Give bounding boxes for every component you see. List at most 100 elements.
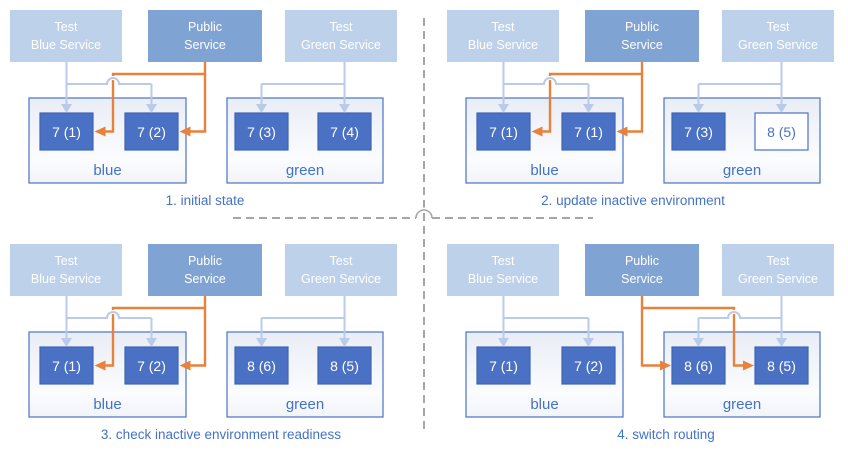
- public-route-line: [105, 306, 205, 367]
- version-box-green-1: [234, 112, 289, 151]
- version-box-blue-1: [476, 112, 531, 151]
- caption-3: 3. check inactive environment readiness: [101, 427, 341, 442]
- orange-arrowhead: [660, 360, 671, 371]
- service-box-test-green-service: [722, 10, 834, 62]
- version-box-green-2: [317, 346, 372, 385]
- version-label: 7 (1): [52, 358, 81, 374]
- down-arrowhead: [256, 338, 267, 347]
- orange-arrowhead: [179, 126, 191, 137]
- env-label-blue: blue: [530, 396, 558, 413]
- version-label: 7 (1): [574, 124, 603, 140]
- down-arrowhead: [146, 338, 157, 347]
- down-arrowhead: [339, 338, 350, 347]
- orange-arrowhead: [616, 126, 628, 137]
- public-route-line: [642, 306, 743, 367]
- down-arrowhead: [498, 104, 509, 113]
- version-box-blue-2: [124, 112, 179, 151]
- env-label-green: green: [723, 162, 761, 179]
- version-label: 7 (2): [137, 358, 166, 374]
- version-box-blue-1: [476, 346, 531, 385]
- down-arrowhead: [339, 104, 350, 113]
- version-label: 7 (4): [330, 124, 359, 140]
- env-label-green: green: [723, 396, 761, 413]
- service-box-test-blue-service: [10, 10, 122, 62]
- down-arrowhead: [498, 338, 509, 347]
- version-label: 8 (5): [330, 358, 359, 374]
- version-label: 7 (3): [247, 124, 276, 140]
- down-arrowhead: [776, 338, 787, 347]
- public-route-line: [190, 62, 207, 133]
- caption-2: 2. update inactive environment: [541, 193, 725, 208]
- orange-arrowhead: [743, 360, 754, 371]
- version-label: 8 (6): [247, 358, 276, 374]
- version-box-blue-2: [124, 346, 179, 385]
- version-box-green-2: [317, 112, 372, 151]
- version-box-green-2: [754, 112, 809, 151]
- orange-arrowhead: [179, 360, 191, 371]
- version-box-green-1: [234, 346, 289, 385]
- env-label-blue: blue: [530, 162, 558, 179]
- orange-arrowhead: [531, 126, 543, 137]
- public-route-line: [105, 72, 205, 133]
- version-label: 7 (2): [137, 124, 166, 140]
- down-arrowhead: [776, 104, 787, 113]
- orange-arrowhead: [94, 126, 106, 137]
- down-arrowhead: [583, 104, 594, 113]
- service-box-test-blue-service: [447, 244, 559, 296]
- down-arrowhead: [693, 338, 704, 347]
- public-route-line: [190, 296, 207, 367]
- version-label: 8 (5): [767, 358, 796, 374]
- version-label: 7 (3): [684, 124, 713, 140]
- service-box-public-service: [585, 244, 699, 296]
- separator-hop: [415, 209, 433, 219]
- public-route-line: [542, 72, 642, 133]
- version-box-blue-1: [39, 346, 94, 385]
- test-blue-line: [66, 311, 152, 319]
- version-label: 7 (1): [52, 124, 81, 140]
- service-box-test-green-service: [285, 244, 397, 296]
- service-box-public-service: [148, 10, 262, 62]
- version-box-blue-2: [561, 346, 616, 385]
- env-label-blue: blue: [93, 162, 121, 179]
- version-box-blue-2: [561, 112, 616, 151]
- version-label: 8 (5): [767, 124, 796, 140]
- orange-arrowhead: [94, 360, 106, 371]
- service-box-test-blue-service: [10, 244, 122, 296]
- down-arrowhead: [693, 104, 704, 113]
- down-arrowhead: [146, 104, 157, 113]
- service-box-public-service: [585, 10, 699, 62]
- test-blue-line: [503, 77, 589, 85]
- caption-4: 4. switch routing: [617, 427, 715, 442]
- version-label: 8 (6): [684, 358, 713, 374]
- env-label-green: green: [286, 162, 324, 179]
- service-box-public-service: [148, 244, 262, 296]
- version-label: 7 (2): [574, 358, 603, 374]
- env-label-blue: blue: [93, 396, 121, 413]
- service-box-test-green-service: [722, 244, 834, 296]
- service-box-test-green-service: [285, 10, 397, 62]
- public-route-line: [640, 296, 660, 367]
- caption-1: 1. initial state: [166, 193, 245, 208]
- down-arrowhead: [256, 104, 267, 113]
- env-label-green: green: [286, 396, 324, 413]
- down-arrowhead: [583, 338, 594, 347]
- test-blue-line: [66, 77, 152, 85]
